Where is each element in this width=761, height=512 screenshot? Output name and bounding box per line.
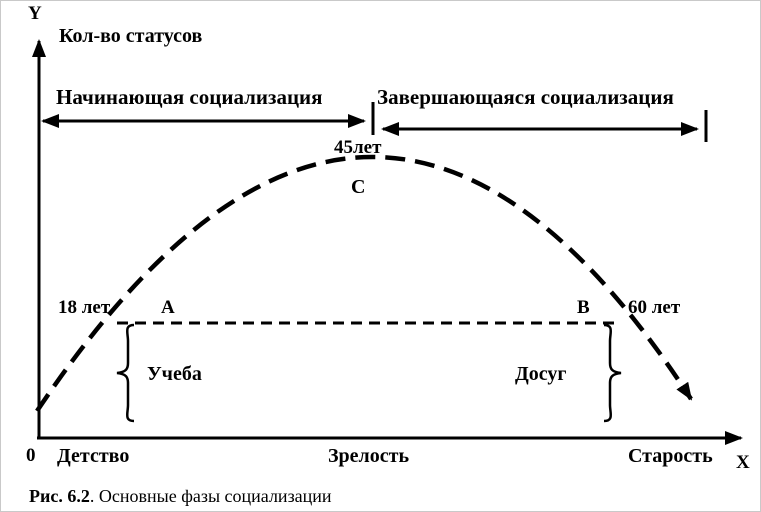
point-a-label: A	[161, 297, 175, 318]
x-label-old-age: Старость	[628, 445, 713, 467]
origin-label: 0	[26, 445, 36, 466]
divider-age-label: 45лет	[334, 137, 382, 158]
phase-left-label: Начинающая социализация	[56, 85, 323, 109]
y-axis-letter: Y	[28, 3, 42, 24]
brace-right-label: Досуг	[515, 363, 566, 385]
right-brace	[603, 323, 622, 423]
point-b-label: B	[577, 297, 590, 318]
figure-caption-text: . Основные фазы социализации	[90, 486, 332, 506]
left-brace	[116, 323, 135, 423]
age-right-label: 60 лет	[628, 297, 681, 318]
socialization-curve	[35, 154, 693, 413]
phase-right-label: Завершающаяся социализация	[377, 85, 674, 109]
age-left-label: 18 лет	[58, 297, 111, 318]
y-axis-title: Кол-во статусов	[59, 25, 203, 47]
x-axis-letter: X	[736, 452, 750, 473]
figure-caption: Рис. 6.2. Основные фазы социализации	[29, 486, 332, 506]
figure-caption-number: Рис. 6.2	[29, 486, 90, 506]
point-c-label: C	[351, 176, 365, 198]
x-label-maturity: Зрелость	[328, 445, 409, 467]
x-label-childhood: Детство	[57, 445, 129, 467]
brace-left-label: Учеба	[147, 363, 202, 385]
